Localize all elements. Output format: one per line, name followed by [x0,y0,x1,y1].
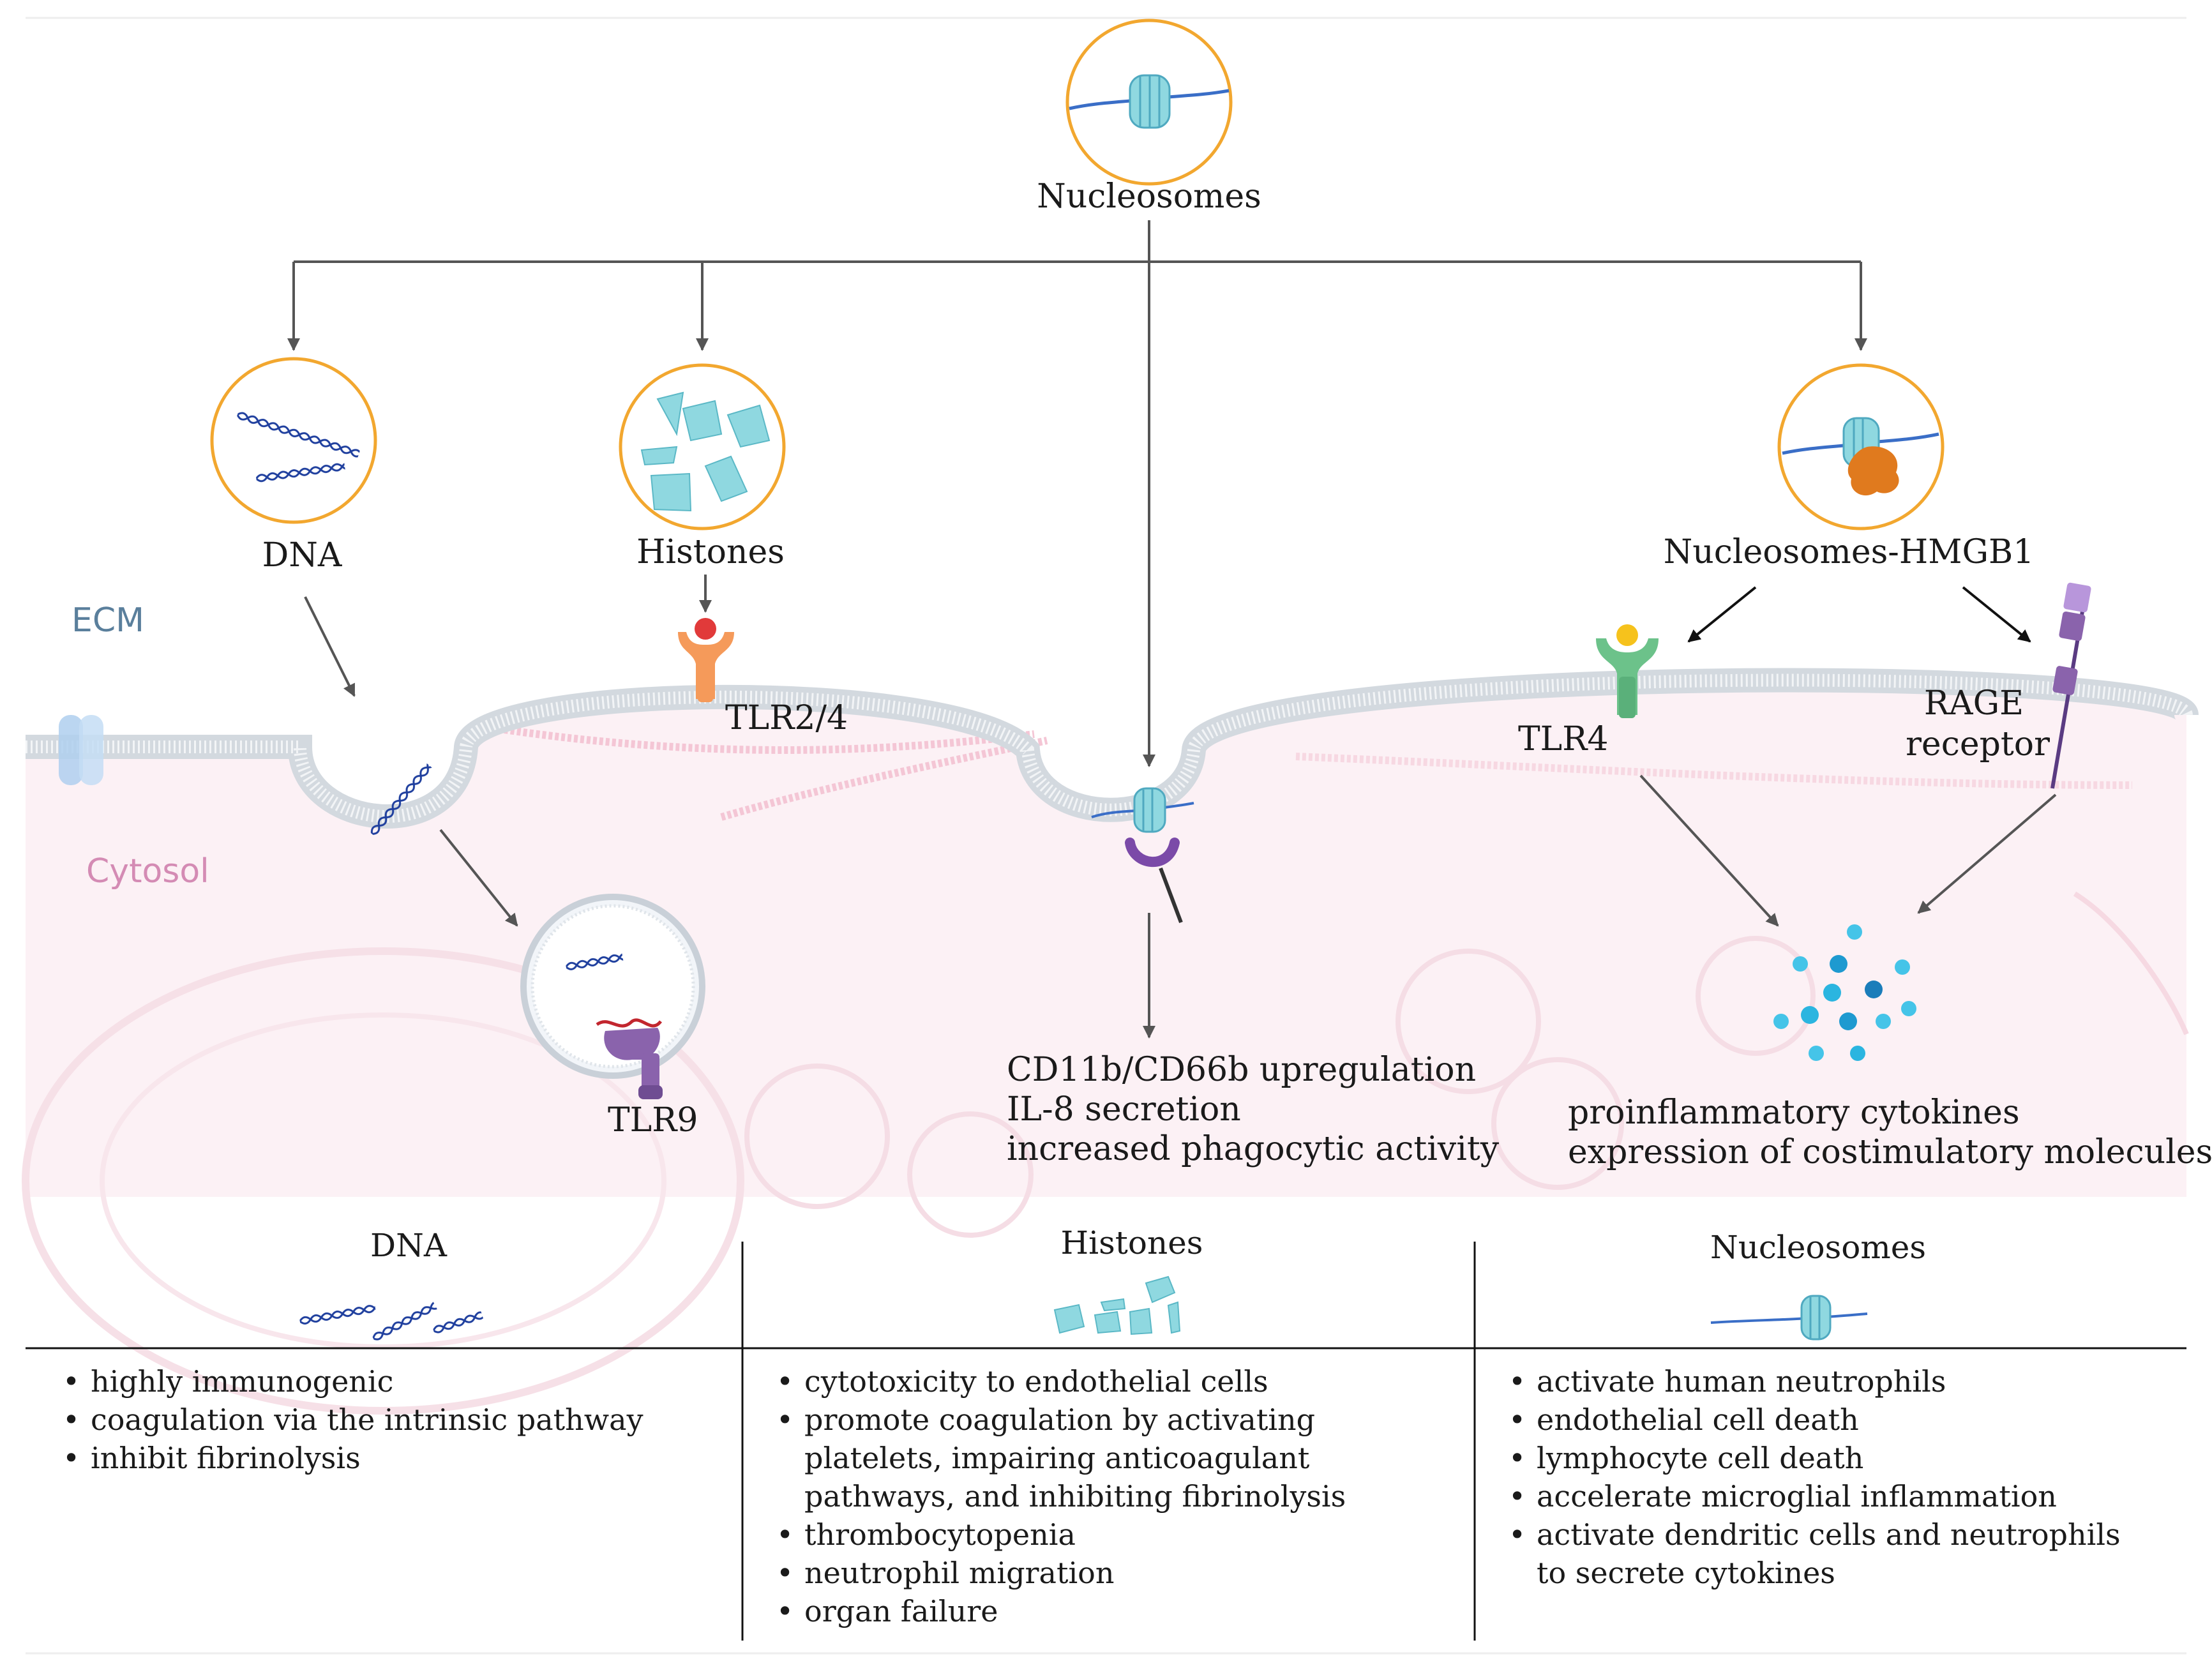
channel-protein-icon [59,715,103,785]
list-item: neutrophil migration [771,1554,1461,1592]
nucleosomes-label: Nucleosomes [1037,177,1261,216]
receptor-to-cytokine-arrows [1639,774,2057,927]
table-col-title-histones: Histones [1060,1224,1203,1261]
list-item: organ failure [771,1592,1461,1630]
right-outcome-1: proinflammatory cytokines [1568,1094,2020,1132]
list-item: inhibit fibrinolysis [57,1439,721,1477]
cytokine-cluster-icon [1773,924,1916,1061]
tlr24-label: TLR2/4 [725,699,848,737]
histones-label: Histones [636,533,785,571]
hmgb1-receptor-arrows [1687,586,2031,643]
table-col-title-nucleosomes: Nucleosomes [1710,1229,1927,1266]
rage-label-line2: receptor [1906,725,2050,763]
tlr9-label: TLR9 [608,1101,698,1139]
list-item: lymphocyte cell death [1503,1439,2180,1477]
list-item: promote coagulation by activating platel… [771,1401,1443,1515]
list-item: cytotoxicity to endothelial cells [771,1362,1461,1401]
summary-table-lines [26,1242,2186,1641]
nucleosome-hmgb1-circle-icon [1777,363,1945,530]
tlr24-receptor-icon [678,618,734,702]
rage-label-line1: RAGE [1923,684,2024,723]
nucleosome-circle-icon [1065,19,1233,186]
dna-label: DNA [262,536,342,575]
table-col-title-dna: DNA [370,1227,447,1264]
list-item: activate human neutrophils [1503,1362,2180,1401]
list-item: thrombocytopenia [771,1515,1461,1554]
rage-receptor-icon [2050,582,2091,789]
endocytosed-dna-icon [367,761,435,838]
histones-effects-list: cytotoxicity to endothelial cells promot… [771,1362,1461,1630]
dna-pathway-arrows [304,596,518,927]
endocytosed-nucleosome-icon [1091,787,1194,924]
list-item: highly immunogenic [57,1362,721,1401]
right-outcomes: proinflammatory cytokines expression of … [1568,1093,2212,1172]
center-outcome-2: IL-8 secretion [1007,1090,1241,1129]
right-outcome-2: expression of costimulatory molecules [1568,1133,2212,1171]
nucleosome-branch-arrows [287,220,1867,767]
cytosol-label: Cytosol [86,852,209,891]
ecm-label: ECM [71,601,145,640]
list-item: accelerate microglial inflammation [1503,1477,2180,1515]
histones-circle-icon [619,363,786,530]
dna-icon [298,1300,484,1343]
center-outcomes: CD11b/CD66b upregulation IL-8 secretion … [1007,1050,1499,1169]
nucleosome-icon [1710,1295,1868,1341]
nucleosomes-hmgb1-label: Nucleosomes-HMGB1 [1663,533,2035,571]
tlr4-receptor-icon [1596,624,1659,718]
list-item: endothelial cell death [1503,1401,2180,1439]
center-outcome-1: CD11b/CD66b upregulation [1007,1051,1477,1089]
dna-effects-list: highly immunogenic coagulation via the i… [57,1362,721,1477]
nucleosomes-effects-list: activate human neutrophils endothelial c… [1503,1362,2180,1592]
tlr4-label: TLR4 [1518,720,1609,758]
cell-membrane [26,668,2199,829]
list-item: coagulation via the intrinsic pathway [57,1401,721,1439]
center-outcome-3: increased phagocytic activity [1007,1130,1500,1168]
histone-fragments-icon [1053,1275,1181,1335]
list-item: activate dendritic cells and neutrophils… [1503,1515,2149,1592]
dna-circle-icon [210,357,377,524]
endosome-icon [520,894,705,1099]
cytosol-background [22,680,2189,1415]
